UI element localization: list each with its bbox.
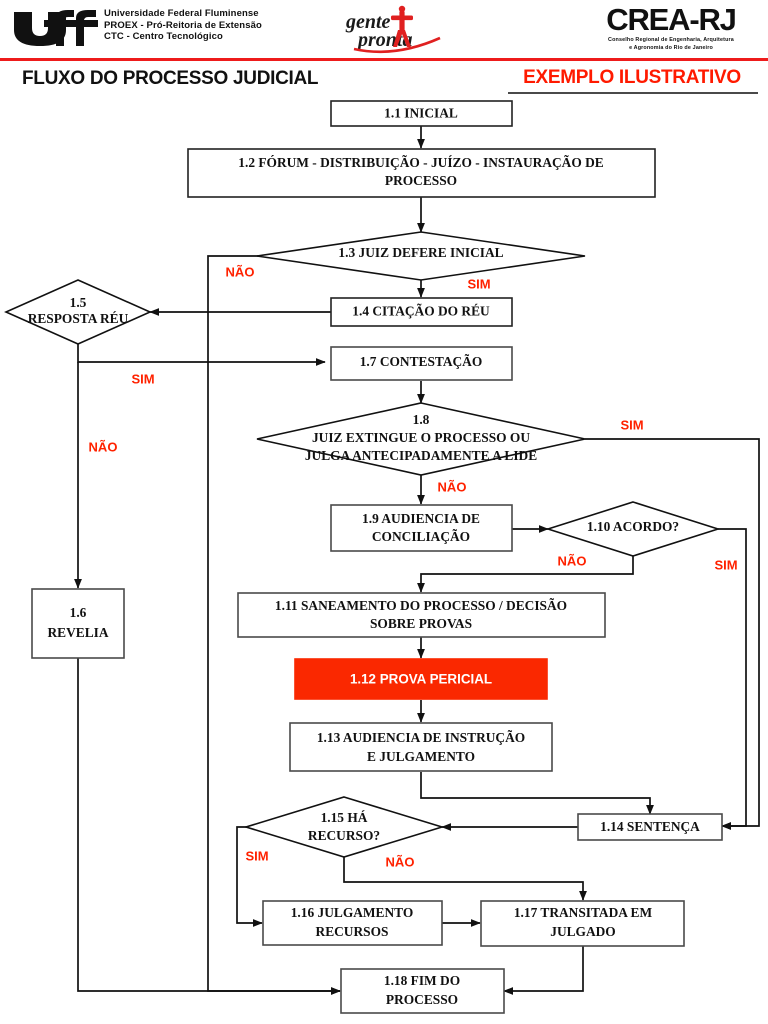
node-1-13-label-line-2: E JULGAMENTO [367,749,475,764]
node-1-5-resposta-reu[interactable]: 1.5 RESPOSTA RÉU [4,279,152,345]
node-1-2-label-line-1: 1.2 FÓRUM - DISTRIBUIÇÃO - JUÍZO - INSTA… [238,155,603,170]
branch-label-1-8-sim: SIM [620,417,643,432]
node-1-18-label-line-2: PROCESSO [386,992,458,1007]
branch-label-1-15-sim: SIM [245,848,268,863]
page-title: FLUXO DO PROCESSO JUDICIAL [22,68,319,89]
edge-1-8-sim-to-1-14 [585,438,760,830]
node-1-16-label-line-2: RECURSOS [316,924,389,939]
branch-label-1-10-sim: SIM [714,557,737,572]
node-1-1-label: 1.1 INICIAL [384,106,458,121]
node-1-15-ha-recurso[interactable]: 1.15 HÁ RECURSO? [243,796,445,858]
node-1-17-label-line-1: 1.17 TRANSITADA EM [514,905,653,920]
example-badge-underline [508,92,758,94]
node-1-2-label-line-2: PROCESSO [385,173,457,188]
node-1-1-inicial[interactable]: 1.1 INICIAL [330,100,513,127]
branch-label-1-10-nao: NÃO [558,553,587,568]
node-1-4-label: 1.4 CITAÇÃO DO RÉU [352,304,490,319]
title-row: FLUXO DO PROCESSO JUDICIAL EXEMPLO ILUST… [0,64,768,96]
node-1-4-citacao-do-reu[interactable]: 1.4 CITAÇÃO DO RÉU [330,297,513,327]
branch-label-1-15-nao: NÃO [386,854,415,869]
node-1-16-label-line-1: 1.16 JULGAMENTO [291,905,414,920]
edge-1-5-sim-to-1-7 [77,344,326,366]
node-1-16-julgamento-recursos[interactable]: 1.16 JULGAMENTO RECURSOS [262,900,443,946]
header-divider-rule [0,58,768,61]
node-1-8-label-line-1: 1.8 [413,412,430,427]
node-1-11-label-line-2: SOBRE PROVAS [370,616,472,631]
node-1-13-label-line-1: 1.13 AUDIENCIA DE INSTRUÇÃO [317,730,525,745]
branch-label-1-5-sim: SIM [131,371,154,386]
branch-label-1-8-nao: NÃO [438,479,467,494]
node-1-7-contestacao[interactable]: 1.7 CONTESTAÇÃO [330,346,513,381]
node-1-9-label-line-1: 1.9 AUDIENCIA DE [362,511,480,526]
crea-sub-line-2: e Agronomia do Rio de Janeiro [629,45,713,51]
edge-1-10-sim-to-1-14 [718,528,747,830]
crea-rj-logo-icon: CREA-RJ Conselho Regional de Engenharia,… [578,4,764,54]
node-1-5-label-line-1: 1.5 [70,295,87,310]
node-1-15-label-line-1: 1.15 HÁ [321,810,368,825]
node-1-12-label: 1.12 PROVA PERICIAL [350,672,492,687]
node-1-13-audiencia-instrucao[interactable]: 1.13 AUDIENCIA DE INSTRUÇÃO E JULGAMENTO [289,722,553,772]
node-1-11-saneamento[interactable]: 1.11 SANEAMENTO DO PROCESSO / DECISÃO SO… [237,592,606,638]
node-1-6-revelia[interactable]: 1.6 REVELIA [31,588,125,659]
edge-1-15-nao-to-1-17 [343,857,587,901]
node-1-2-forum[interactable]: 1.2 FÓRUM - DISTRIBUIÇÃO - JUÍZO - INSTA… [187,148,656,198]
example-badge: EXEMPLO ILUSTRATIVO [523,67,741,88]
edge-1-17-to-1-18 [503,946,584,995]
node-1-14-label: 1.14 SENTENÇA [600,819,700,834]
node-1-8-label-line-2: JUIZ EXTINGUE O PROCESSO OU [312,430,530,445]
uff-logo-icon [14,10,98,46]
node-1-9-audiencia-conciliacao[interactable]: 1.9 AUDIENCIA DE CONCILIAÇÃO [330,504,513,552]
node-1-3-label: 1.3 JUIZ DEFERE INICIAL [338,245,503,260]
node-1-6-label-line-1: 1.6 [70,605,87,620]
process-flowchart: 1.1 INICIAL 1.2 FÓRUM - DISTRIBUIÇÃO - J… [4,100,760,1014]
node-1-3-juiz-defere-inicial[interactable]: 1.3 JUIZ DEFERE INICIAL [256,231,586,281]
branch-label-1-5-nao: NÃO [89,439,118,454]
document-header: Universidade Federal Fluminense PROEX - … [0,0,768,58]
uff-line-3: CTC - Centro Tecnológico [104,31,223,42]
gente-pronta-logo-icon: gente pronta [345,5,441,54]
node-1-10-label: 1.10 ACORDO? [587,519,679,534]
node-1-7-label: 1.7 CONTESTAÇÃO [360,354,483,369]
svg-text:gente: gente [345,11,391,33]
uff-line-2: PROEX - Pró-Reitoria de Extensão [104,19,262,31]
edge-1-6-to-1-18 [77,658,341,995]
node-1-15-label-line-2: RECURSO? [308,828,380,843]
node-1-14-sentenca[interactable]: 1.14 SENTENÇA [577,813,723,841]
edge-1-13-to-1-14 [420,772,654,815]
flow-connectors [74,125,760,995]
node-1-17-transitada-em-julgado[interactable]: 1.17 TRANSITADA EM JULGADO [480,900,685,947]
crea-sub-line-1: Conselho Regional de Engenharia, Arquite… [608,37,734,43]
node-1-12-prova-pericial[interactable]: 1.12 PROVA PERICIAL [294,658,548,700]
crea-name: CREA-RJ [606,2,737,37]
node-1-9-label-line-2: CONCILIAÇÃO [372,529,470,544]
flow-branch-labels: NÃO SIM SIM NÃO SIM NÃO NÃO SIM SIM NÃO [89,264,738,869]
branch-label-1-3-sim: SIM [467,276,490,291]
node-1-18-fim-do-processo[interactable]: 1.18 FIM DO PROCESSO [340,968,505,1014]
uff-institution-text: Universidade Federal Fluminense PROEX - … [104,8,262,43]
edge-1-10-nao-to-1-11 [417,556,634,593]
node-1-6-label-line-2: REVELIA [47,625,108,640]
node-1-8-juiz-extingue[interactable]: 1.8 JUIZ EXTINGUE O PROCESSO OU JULGA AN… [256,402,586,476]
node-1-17-label-line-2: JULGADO [550,924,615,939]
branch-label-1-3-nao: NÃO [226,264,255,279]
node-1-10-acordo[interactable]: 1.10 ACORDO? [545,501,721,557]
node-1-8-label-line-3: JULGA ANTECIPADAMENTE A LIDE [305,448,537,463]
uff-line-1: Universidade Federal Fluminense [104,8,259,19]
node-1-11-label-line-1: 1.11 SANEAMENTO DO PROCESSO / DECISÃO [275,598,567,613]
node-1-18-label-line-1: 1.18 FIM DO [384,973,460,988]
node-1-5-label-line-2: RESPOSTA RÉU [28,311,129,326]
